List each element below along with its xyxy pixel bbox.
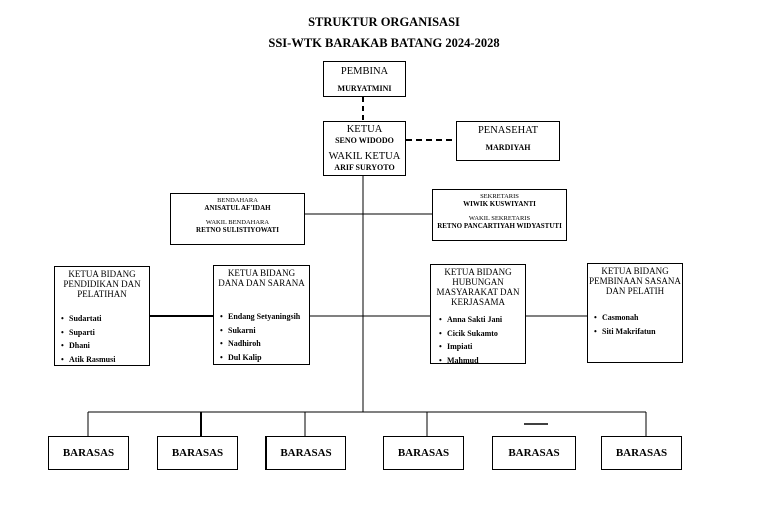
pembina-box: PEMBINA MURYATMINI xyxy=(323,61,406,97)
list-item: Suparti xyxy=(61,326,149,340)
pembina-label: PEMBINA xyxy=(340,66,389,77)
penasehat-box: PENASEHAT MARDIYAH xyxy=(456,121,560,161)
list-item: Sukarni xyxy=(220,324,309,338)
barasas-box-4: BARASAS xyxy=(383,436,464,470)
title-line-2: SSI-WTK BARAKAB BATANG 2024-2028 xyxy=(268,36,500,50)
penasehat-name: MARDIYAH xyxy=(485,143,531,152)
bidang-humas-title: KETUA BIDANG HUBUNGAN MASYARAKAT DAN KER… xyxy=(436,267,520,307)
bidang-pembinaan-box: KETUA BIDANG PEMBINAAN SASANA DAN PELATI… xyxy=(587,263,683,363)
bidang-pembinaan-title: KETUA BIDANG PEMBINAAN SASANA DAN PELATI… xyxy=(589,266,681,296)
bidang-pendidikan-members: Sudartati Suparti Dhani Atik Rasmusi xyxy=(61,312,149,366)
wakil-sekretaris-name: RETNO PANCARTIYAH WIDYASTUTI xyxy=(437,222,562,230)
penasehat-label: PENASEHAT xyxy=(477,125,539,136)
list-item: Atik Rasmusi xyxy=(61,353,149,367)
barasas-box-1: BARASAS xyxy=(48,436,129,470)
barasas-box-2: BARASAS xyxy=(157,436,238,470)
sekretaris-label: SEKRETARIS xyxy=(480,193,519,200)
ketua-box: KETUA SENO WIDODO WAKIL KETUA ARIF SURYO… xyxy=(323,121,406,176)
barasas-box-3: BARASAS xyxy=(265,436,346,470)
wakil-ketua-name: ARIF SURYOTO xyxy=(334,163,395,172)
list-item: Mahmud xyxy=(439,354,525,368)
bendahara-box: BENDAHARA ANISATUL AF'IDAH WAKIL BENDAHA… xyxy=(170,193,305,245)
bidang-humas-members: Anna Sakti Jani Cicik Sukamto Impiati Ma… xyxy=(439,313,525,367)
wakil-ketua-label: WAKIL KETUA xyxy=(328,151,401,162)
barasas-box-6: BARASAS xyxy=(601,436,682,470)
bidang-pendidikan-box: KETUA BIDANG PENDIDIKAN DAN PELATIHAN Su… xyxy=(54,266,150,366)
bidang-dana-members: Endang Setyaningsih Sukarni Nadhiroh Dul… xyxy=(220,310,309,364)
bidang-dana-box: KETUA BIDANG DANA DAN SARANA Endang Sety… xyxy=(213,265,310,365)
list-item: Casmonah xyxy=(594,311,682,325)
bidang-humas-box: KETUA BIDANG HUBUNGAN MASYARAKAT DAN KER… xyxy=(430,264,526,367)
wakil-sekretaris-label: WAKIL SEKRETARIS xyxy=(468,215,531,222)
wakil-bendahara-name: RETNO SULISTIYOWATI xyxy=(196,226,279,234)
sekretaris-box: SEKRETARIS WIWIK KUSWIYANTI WAKIL SEKRET… xyxy=(432,189,567,241)
pembina-name: MURYATMINI xyxy=(337,84,392,93)
list-item: Sudartati xyxy=(61,312,149,326)
list-item: Nadhiroh xyxy=(220,337,309,351)
barasas-box-5: BARASAS xyxy=(492,436,576,470)
bidang-dana-title: KETUA BIDANG DANA DAN SARANA xyxy=(218,268,305,288)
list-item: Cicik Sukamto xyxy=(439,327,525,341)
wakil-bendahara-label: WAKIL BENDAHARA xyxy=(205,219,270,226)
bidang-pendidikan-title: KETUA BIDANG PENDIDIKAN DAN PELATIHAN xyxy=(63,269,141,299)
list-item: Endang Setyaningsih xyxy=(220,310,309,324)
ketua-name: SENO WIDODO xyxy=(335,136,394,145)
list-item: Dul Kalip xyxy=(220,351,309,365)
bendahara-name: ANISATUL AF'IDAH xyxy=(204,204,271,212)
bidang-pembinaan-members: Casmonah Siti Makrifatun xyxy=(594,311,682,338)
title-line-1: STRUKTUR ORGANISASI xyxy=(308,15,460,29)
ketua-label: KETUA xyxy=(346,124,383,135)
list-item: Dhani xyxy=(61,339,149,353)
list-item: Anna Sakti Jani xyxy=(439,313,525,327)
sekretaris-name: WIWIK KUSWIYANTI xyxy=(463,200,536,208)
list-item: Siti Makrifatun xyxy=(594,325,682,339)
list-item: Impiati xyxy=(439,340,525,354)
bendahara-label: BENDAHARA xyxy=(217,197,258,204)
